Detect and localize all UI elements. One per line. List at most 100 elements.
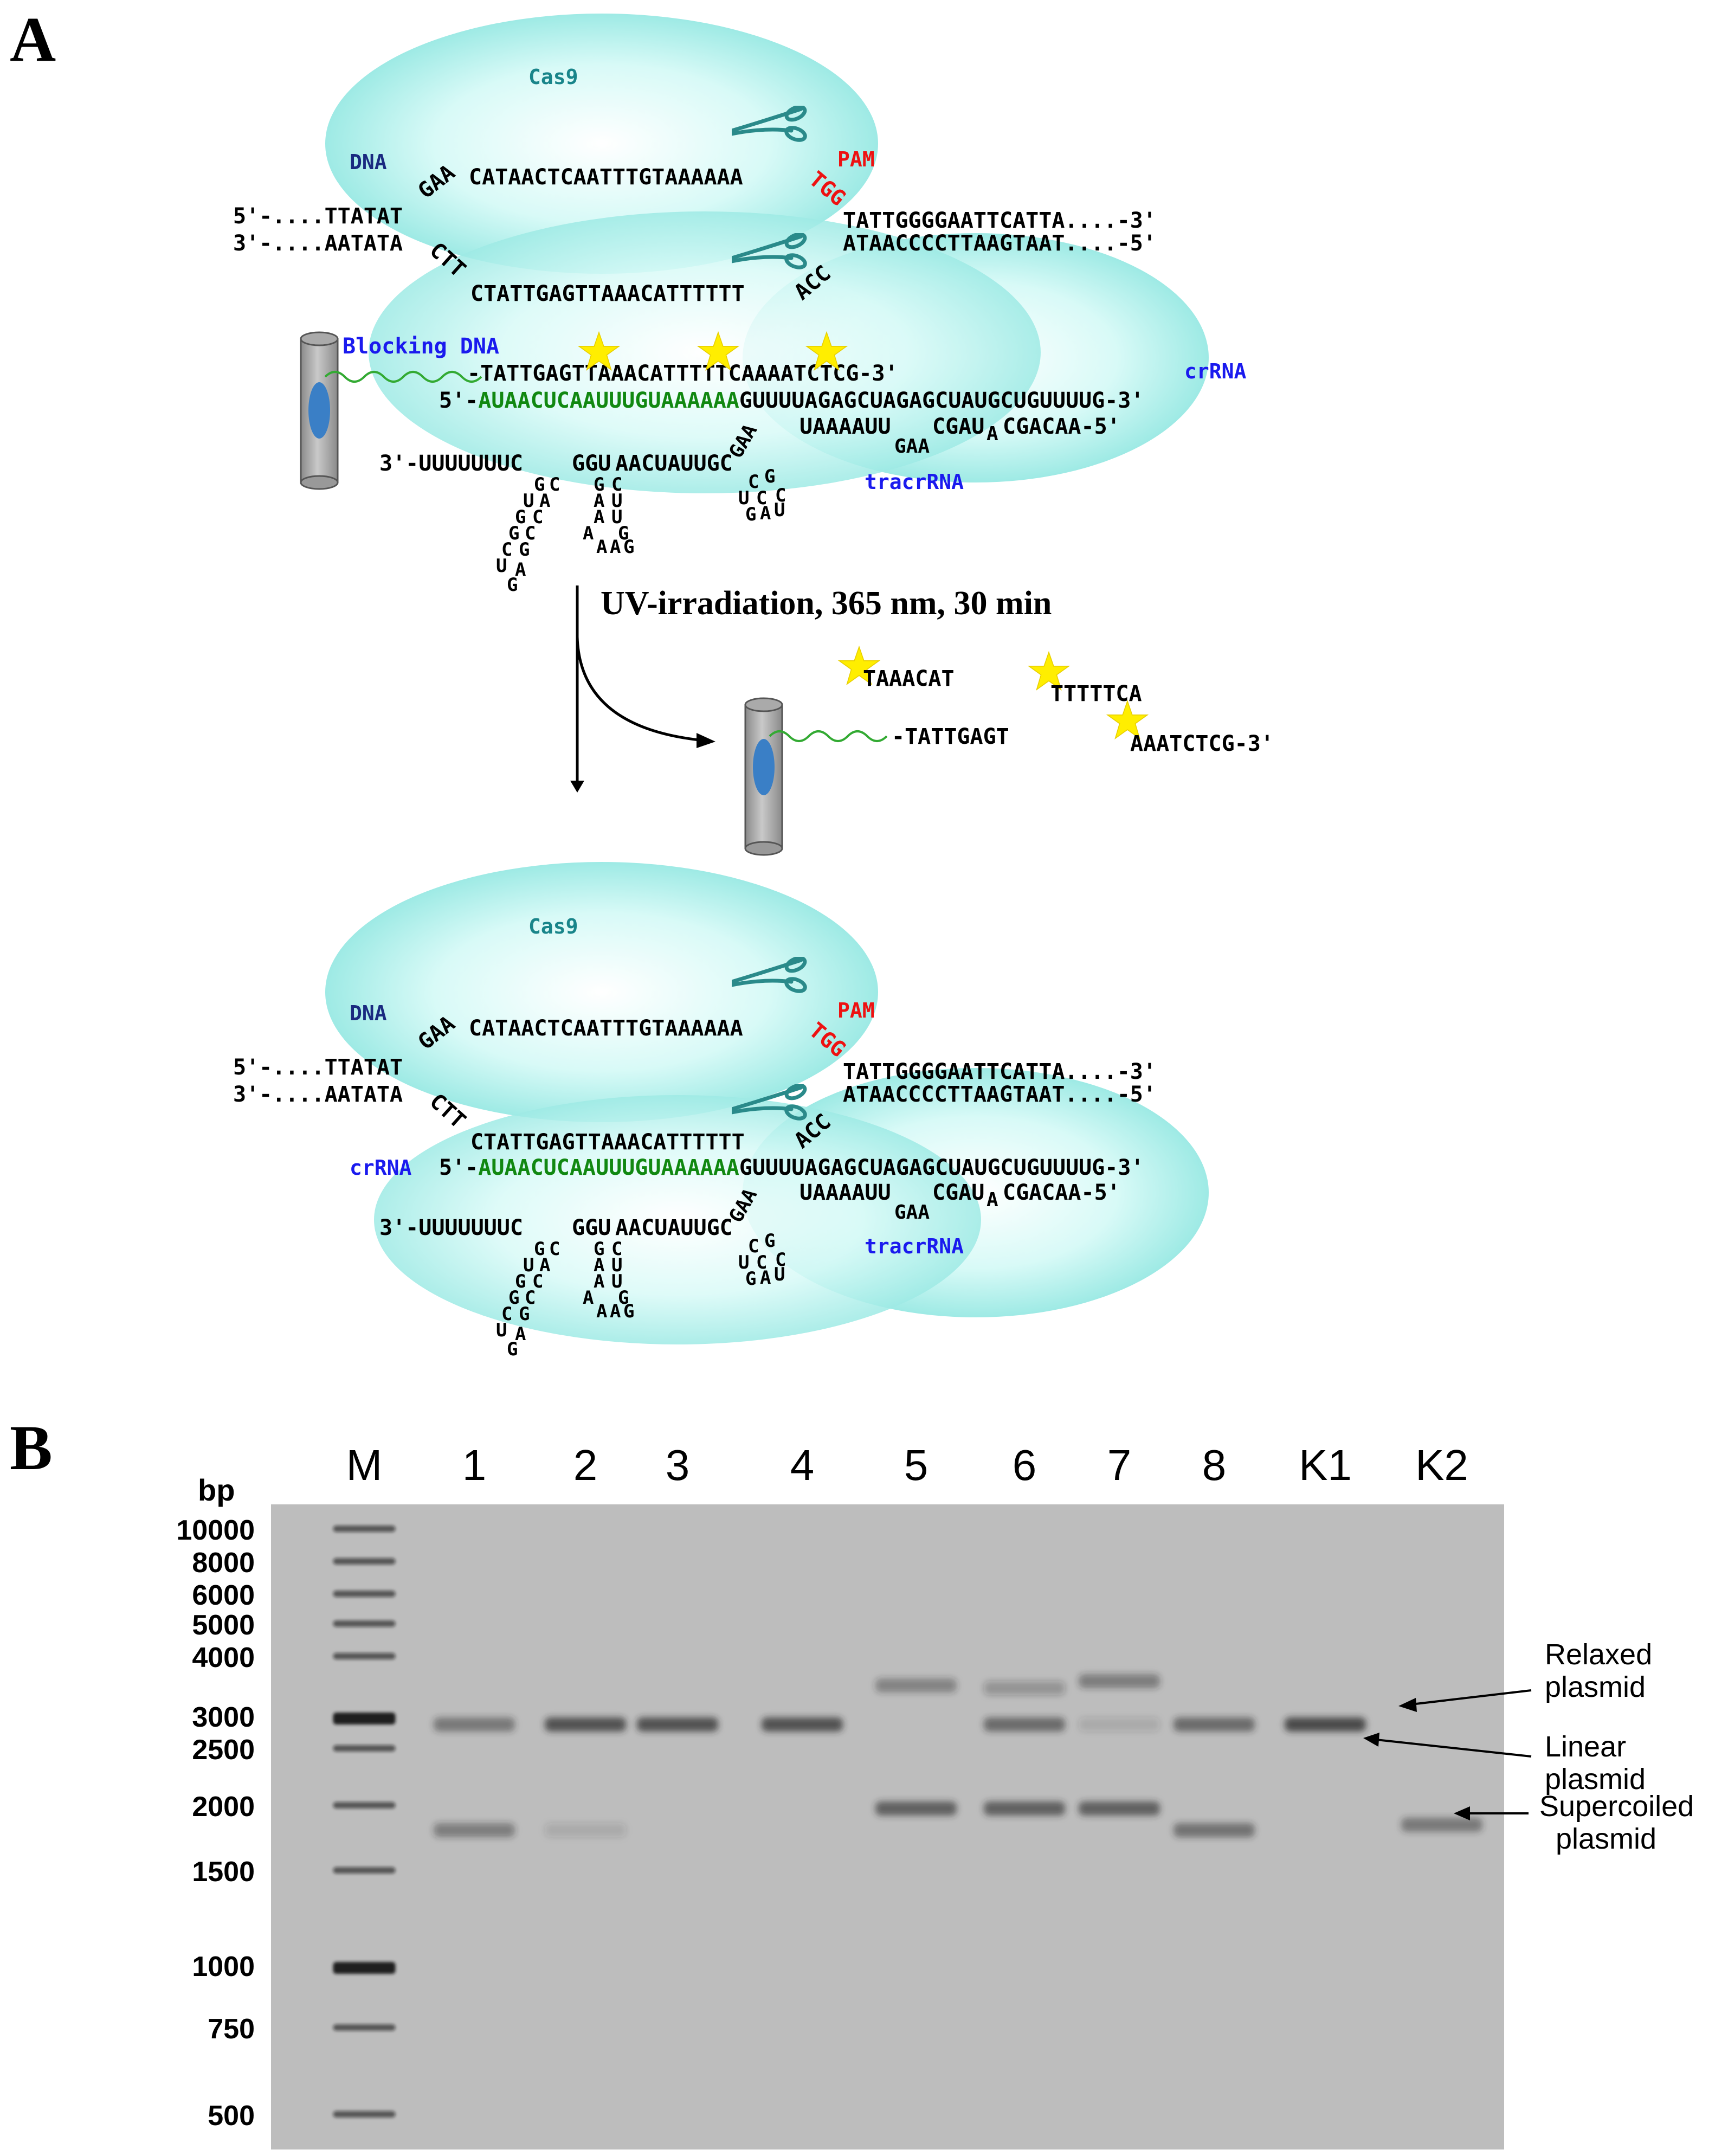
- column-icon: [300, 331, 339, 490]
- ladder-band: [333, 1653, 396, 1659]
- pam-label-bottom: PAM: [837, 999, 875, 1022]
- dna-bot-mid: CTATTGAGTTAAACATTTTTT: [470, 1130, 745, 1155]
- svg-text:A: A: [515, 559, 526, 581]
- bottom-complex: Cas9 DNA PAM 5'-....TTATAT GAA CATAACTCA…: [233, 862, 1209, 1360]
- svg-text:G: G: [623, 1301, 634, 1322]
- svg-text:G: G: [745, 504, 756, 525]
- band-linear: [984, 1717, 1065, 1732]
- tracr-ggu: GGU: [572, 1215, 611, 1240]
- svg-text:A: A: [610, 1301, 621, 1322]
- svg-text:C: C: [756, 487, 767, 509]
- tracr-cgau: CGAU: [932, 414, 984, 439]
- tracr-left: 3'-UUUUUUUC: [379, 451, 523, 476]
- dna-top-left: 5'-....TTATAT: [233, 204, 403, 229]
- svg-text:A: A: [594, 490, 604, 512]
- svg-text:C: C: [525, 523, 536, 544]
- band-linear: [637, 1717, 718, 1732]
- ladder-label-1500: 1500: [192, 1856, 255, 1888]
- svg-text:G: G: [519, 1303, 530, 1325]
- annotation-supercoiled: Supercoiled plasmid: [1454, 1790, 1694, 1855]
- blocking-dna-seq: -TATTGAGTTAAACATTTTTCAAAATCTCG-3': [467, 361, 898, 386]
- svg-text:U: U: [611, 506, 622, 528]
- annotation-linear: Linear plasmid: [1363, 1730, 1646, 1795]
- linker-wave: [324, 371, 482, 383]
- svg-text:G: G: [508, 1287, 519, 1309]
- dna-bot-right: ATAACCCCTTAAGTAAT....-5': [843, 1082, 1156, 1107]
- svg-text:A: A: [760, 1267, 771, 1289]
- tracr-end: CGACAA-5': [1003, 414, 1120, 439]
- svg-text:U: U: [774, 1264, 785, 1285]
- svg-text:G: G: [515, 506, 526, 528]
- dna-top-mid: CATAACTCAATTTGTAAAAAA: [469, 165, 743, 190]
- band-supercoiled: [1079, 1801, 1160, 1816]
- tracr-right: UAAAAUU: [799, 1180, 891, 1205]
- lane-label-8: 8: [1202, 1441, 1227, 1489]
- crrna-seq-top: 5'-AUAACUCAAUUUGUAAAAAAGUUUUAGAGCUAGAGCU…: [439, 388, 1144, 413]
- svg-text:C: C: [532, 1271, 543, 1292]
- dna-label-top: DNA: [350, 150, 387, 174]
- svg-text:G: G: [764, 466, 775, 487]
- svg-text:G: G: [618, 1287, 629, 1309]
- band-supercoiled: [545, 1823, 626, 1837]
- svg-text:G: G: [508, 523, 519, 544]
- lane-label-2: 2: [573, 1441, 598, 1489]
- ladder-band: [333, 1802, 396, 1809]
- crrna-prefix: 5'-: [439, 1155, 478, 1180]
- svg-text:G: G: [534, 1238, 545, 1260]
- tracr-left: 3'-UUUUUUUC: [379, 1215, 523, 1240]
- blocking-dna-label: Blocking DNA: [343, 334, 499, 359]
- svg-text:C: C: [549, 1238, 560, 1260]
- crrna-green: AUAACUCAAUUUGUAAAAAA: [478, 388, 739, 413]
- svg-text:A: A: [594, 1271, 604, 1292]
- svg-text:G: G: [507, 1338, 518, 1360]
- tracrrna-label-top: tracrRNA: [865, 470, 964, 494]
- crrna-label-bottom: crRNA: [350, 1156, 412, 1180]
- band-relaxed: [875, 1678, 957, 1692]
- lane-label-M: M: [346, 1441, 383, 1489]
- dna-bot-mid: CTATTGAGTTAAACATTTTTT: [470, 281, 745, 306]
- svg-text:C: C: [756, 1252, 767, 1273]
- dna-bot-left: 3'-....AATATA: [233, 231, 403, 256]
- dna-top-right: TATTGGGGAATTCATTA....-3': [843, 208, 1156, 233]
- svg-text:C: C: [501, 1303, 512, 1325]
- ladder-label-10000: 10000: [176, 1515, 255, 1546]
- band-supercoiled: [984, 1801, 1065, 1816]
- band-supercoiled: [875, 1801, 957, 1816]
- svg-text:C: C: [501, 539, 512, 561]
- arrow-relaxed: [1406, 1689, 1532, 1706]
- arrow-linear: [1371, 1738, 1532, 1758]
- tracr-a: A: [986, 1189, 998, 1211]
- band-linear: [545, 1717, 626, 1732]
- tracr-gaa: GAA: [894, 435, 930, 458]
- ladder-labels: 1000080006000500040003000250020001500100…: [176, 1515, 255, 2132]
- svg-text:A: A: [760, 503, 771, 524]
- svg-text:G: G: [764, 1230, 775, 1252]
- svg-text:G: G: [507, 574, 518, 596]
- uv-arrow: [570, 585, 715, 793]
- dna-top-left: 5'-....TTATAT: [233, 1055, 403, 1080]
- svg-text:C: C: [748, 1235, 759, 1257]
- lane-label-5: 5: [904, 1441, 929, 1489]
- ladder-label-4000: 4000: [192, 1642, 255, 1674]
- top-complex: Cas9 DNA PAM 5'-....TTATAT GAA CATAACTCA…: [233, 14, 1247, 596]
- linear-line1: Linear: [1545, 1730, 1626, 1763]
- ladder-label-750: 750: [208, 2013, 255, 2045]
- svg-text:A: A: [515, 1323, 526, 1345]
- svg-text:C: C: [775, 1249, 786, 1271]
- tracr-cgau: CGAU: [932, 1180, 984, 1205]
- ladder-band: [333, 2024, 396, 2031]
- ladder-band: [333, 1745, 396, 1752]
- tracr-mid: AACUAUUGC: [615, 451, 733, 476]
- svg-text:U: U: [611, 490, 622, 512]
- cas9-lobe-middle: [374, 1095, 981, 1344]
- crrna-rest: GUUUUAGAGCUAGAGCUAUGCUGUUUUG-3': [739, 388, 1144, 413]
- relaxed-line1: Relaxed: [1545, 1638, 1652, 1671]
- dna-top-right: TATTGGGGAATTCATTA....-3': [843, 1059, 1156, 1084]
- svg-text:A: A: [594, 506, 604, 528]
- band-supercoiled: [1174, 1823, 1255, 1837]
- released-column: [744, 697, 783, 856]
- ladder-label-1000: 1000: [192, 1951, 255, 1983]
- ladder-band: [333, 1591, 396, 1597]
